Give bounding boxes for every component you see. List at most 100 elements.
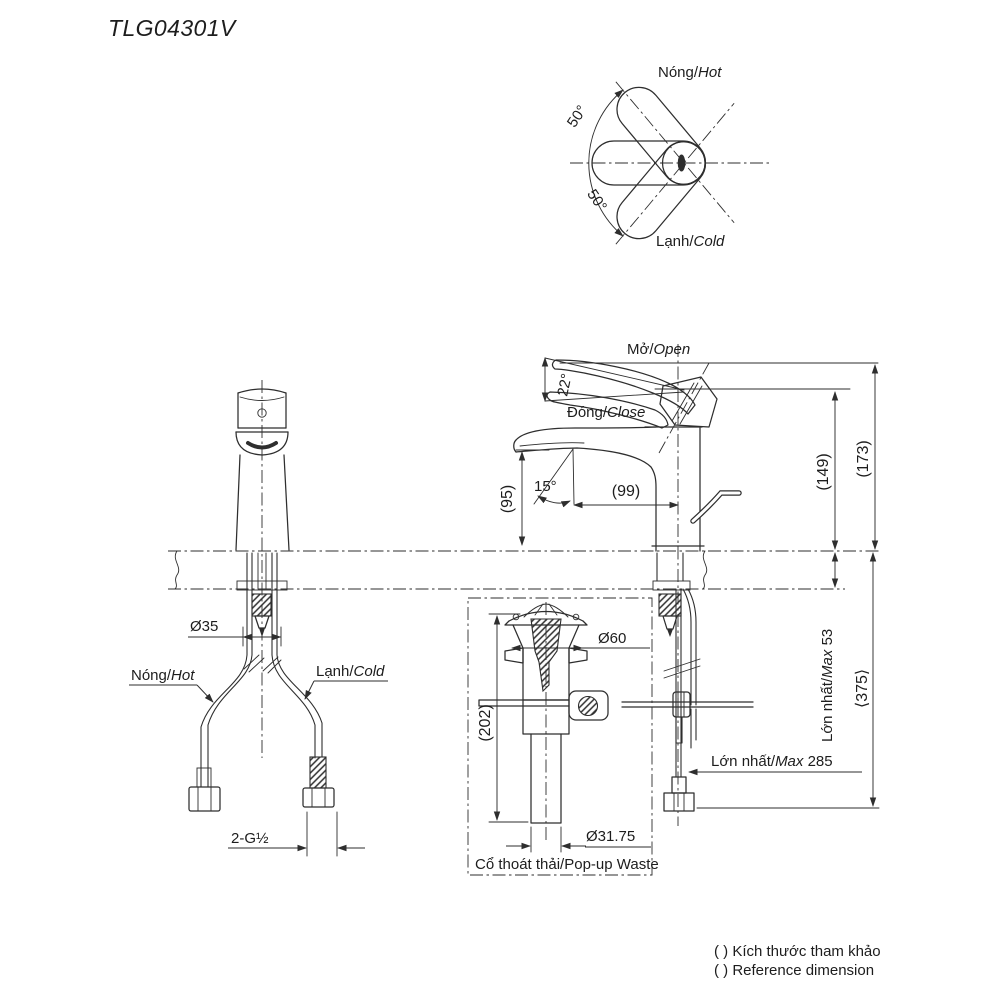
cold-hose-outer xyxy=(276,654,323,758)
drain-slot-right xyxy=(572,613,580,621)
front-cold-label: Lạnh/Cold xyxy=(316,663,385,680)
drain-plug xyxy=(530,618,562,693)
handle-hot-label: Nóng/Hot xyxy=(658,64,722,81)
side-break-marks xyxy=(663,658,701,679)
side-rod xyxy=(675,588,682,778)
open-handle-blade xyxy=(551,359,696,415)
angle-50-top-label: 50° xyxy=(564,102,591,130)
footnotes: ( ) Kích thước tham khảo ( ) Reference d… xyxy=(714,943,881,979)
popup-waste-detail: (202) Ø60 Ø31.75 Cổ thoát thải/Pop-up Wa… xyxy=(467,597,659,876)
cold-hose-nut xyxy=(302,787,335,808)
open-axis-centerline xyxy=(658,362,710,454)
dim149-label: (149) xyxy=(815,453,832,490)
handle-cold-label: Lạnh/Cold xyxy=(656,233,725,250)
drain-neck xyxy=(512,624,580,649)
footnote-vi: ( ) Kích thước tham khảo xyxy=(714,943,881,960)
front-cold-leader xyxy=(304,680,315,700)
mount-tip xyxy=(259,628,265,637)
max285-label: Lớn nhất/Max 285 xyxy=(711,753,833,770)
front-handle-shadow xyxy=(246,441,278,450)
thread-ext xyxy=(306,811,338,857)
cold-hose-nut-facets xyxy=(311,787,326,808)
side-hose xyxy=(682,588,697,706)
dim202-ext xyxy=(488,613,529,823)
rod-end-collar xyxy=(671,776,687,794)
handle-top-view: Nóng/Hot Lạnh/Cold 50° 50° xyxy=(564,64,770,250)
spout-inner-line xyxy=(519,442,585,447)
handle-head xyxy=(659,376,718,428)
hot-hose-inner xyxy=(207,654,253,788)
open-label: Mở/Open xyxy=(627,341,690,358)
spout-top xyxy=(515,426,657,441)
angle22-label: 22° xyxy=(554,372,575,398)
handle-centerline-hot xyxy=(615,102,735,245)
angle15-arc xyxy=(537,495,571,508)
angle-50-bottom-label: 50° xyxy=(583,186,610,214)
front-handle-top xyxy=(237,388,287,394)
body-back-edge xyxy=(644,426,703,547)
rod-end-nut xyxy=(663,792,695,812)
side-lever-joint-facets xyxy=(677,691,685,718)
max53-label: Lớn nhất/Max 53 xyxy=(819,629,836,742)
popup-waste-label: Cổ thoát thải/Pop-up Waste xyxy=(475,856,659,873)
rod-end-nut-facets xyxy=(673,792,685,812)
closed-handle-blade xyxy=(546,391,669,429)
handle-pivot-dot xyxy=(677,154,686,172)
side-nut xyxy=(658,593,682,617)
handle-centerline-cold xyxy=(615,81,735,224)
dia60-label: Ø60 xyxy=(598,630,626,647)
drain-spokes xyxy=(523,603,569,618)
handle-head-facets xyxy=(671,382,703,425)
side-shank xyxy=(656,552,684,582)
popup-box-border xyxy=(467,597,653,876)
front-body xyxy=(235,454,290,551)
side-view: 22° Mở/Open Đóng/Close 15° (95) (99) xyxy=(499,341,879,826)
footnote-en: ( ) Reference dimension xyxy=(714,962,874,979)
side-link xyxy=(675,716,683,744)
drain-cup xyxy=(522,647,570,735)
title-group: TLG04301V xyxy=(108,15,237,41)
front-handle-dome xyxy=(235,431,289,456)
dia3175-label: Ø31.75 xyxy=(586,828,635,845)
dia35-label: Ø35 xyxy=(190,618,218,635)
front-handle-joint xyxy=(235,427,289,433)
lift-rod-core xyxy=(691,491,741,523)
hot-hose-nut xyxy=(188,786,221,812)
dim95-label: (95) xyxy=(499,485,516,513)
side-hose-lower xyxy=(690,708,697,749)
angle22-lines xyxy=(544,357,685,402)
body-base xyxy=(651,545,705,552)
front-hot-label: Nóng/Hot xyxy=(131,667,195,684)
front-view: Ø35 Nóng/Hot Lạnh/Cold 2-G½ xyxy=(129,380,388,857)
hot-hose-nut-facets xyxy=(197,786,212,812)
dim375-label: ⟨375⟩ xyxy=(854,669,871,708)
height-dimensions: (149) (173) Lớn nhất/Max 53 ⟨375⟩ Lớn nh… xyxy=(688,364,880,809)
angle15-label: 15° xyxy=(534,478,557,495)
front-hot-leader xyxy=(196,684,214,703)
hose-hatch-marks xyxy=(243,654,282,674)
side-tip xyxy=(667,629,673,637)
mount-flange xyxy=(236,580,288,591)
side-taper xyxy=(662,615,678,630)
drain-rim-arc xyxy=(508,610,584,622)
popup-ball-housing xyxy=(568,690,609,721)
front-handle-sides xyxy=(237,392,287,429)
thread-label: 2-G½ xyxy=(231,830,269,847)
dia3175-ext xyxy=(530,826,562,853)
angle15-lines xyxy=(533,448,575,505)
deck-section xyxy=(168,550,880,590)
side-flange xyxy=(652,580,691,591)
dim99-label: (99) xyxy=(612,483,640,500)
deck-break-right xyxy=(702,550,708,590)
tailpipe xyxy=(530,733,562,824)
side-lever-bar xyxy=(621,701,754,708)
hot-hose-outer xyxy=(200,654,248,788)
popup-ball xyxy=(577,695,599,717)
close-label: Đóng/Close xyxy=(567,404,645,421)
rotation-arc xyxy=(588,89,624,237)
deck-break-left xyxy=(174,550,180,590)
dim173-label: (173) xyxy=(855,440,872,477)
dim202-label: (202) xyxy=(477,704,494,741)
hot-hose-collar xyxy=(196,767,212,788)
